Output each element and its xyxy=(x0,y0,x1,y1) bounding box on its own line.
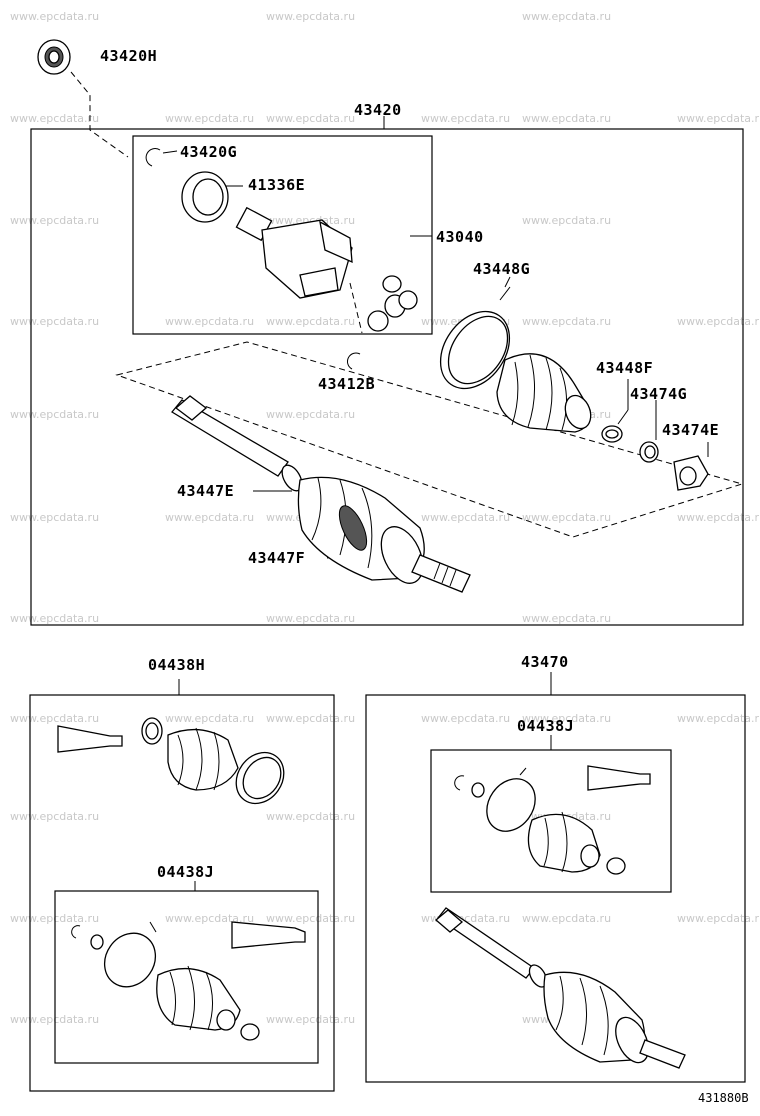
snap-ring-43420G xyxy=(145,148,161,167)
watermark-text: www.epcdata.ru xyxy=(10,214,99,227)
watermark-text: www.epcdata.ru xyxy=(266,912,355,925)
watermark-text: www.epcdata.ru xyxy=(266,712,355,725)
label-43447F: 43447F xyxy=(248,549,305,567)
watermark-text: www.epcdata.ru xyxy=(677,112,760,125)
frame-04438J-left-kit xyxy=(54,890,319,1064)
watermark-text: www.epcdata.ru xyxy=(266,315,355,328)
dust-seal-43420H xyxy=(37,39,71,75)
label-43474E: 43474E xyxy=(662,421,719,439)
dashed-leader-43420H xyxy=(70,71,129,158)
label-43420H: 43420H xyxy=(100,47,157,65)
watermark-text: www.epcdata.ru xyxy=(10,315,99,328)
label-43412B: 43412B xyxy=(318,375,375,393)
watermark-text: www.epcdata.ru xyxy=(10,612,99,625)
watermark-text: www.epcdata.ru xyxy=(266,408,355,421)
watermark-text: www.epcdata.ru xyxy=(266,10,355,23)
watermark-text: www.epcdata.ru xyxy=(421,712,510,725)
ring-43474G xyxy=(639,441,659,463)
watermark-text: www.epcdata.ru xyxy=(10,408,99,421)
watermark-text: www.epcdata.ru xyxy=(522,315,611,328)
leader-43420G xyxy=(162,150,178,154)
watermark-text: www.epcdata.ru xyxy=(10,10,99,23)
watermark-text: www.epcdata.ru xyxy=(677,511,760,524)
watermark-text: www.epcdata.ru xyxy=(10,511,99,524)
frame-43040-inboard-joint xyxy=(132,135,433,335)
watermark-text: www.epcdata.ru xyxy=(522,10,611,23)
watermark-text: www.epcdata.ru xyxy=(10,810,99,823)
watermark-text: www.epcdata.ru xyxy=(677,912,760,925)
watermark-text: www.epcdata.ru xyxy=(522,612,611,625)
label-04438H: 04438H xyxy=(148,656,205,674)
watermark-text: www.epcdata.ru xyxy=(266,612,355,625)
watermark-text: www.epcdata.ru xyxy=(421,511,510,524)
watermark-text: www.epcdata.ru xyxy=(421,112,510,125)
tripod-joint xyxy=(367,275,418,332)
snap-ring-43412B xyxy=(347,352,361,370)
boot-clamp-43448G xyxy=(439,286,511,390)
label-43448G: 43448G xyxy=(473,260,530,278)
frame-43420-assembly xyxy=(30,128,744,626)
label-43420G: 43420G xyxy=(180,143,237,161)
label-43447E: 43447E xyxy=(177,482,234,500)
label-43474G: 43474G xyxy=(630,385,687,403)
label-41336E: 41336E xyxy=(248,176,305,194)
damper-43474E xyxy=(673,455,709,491)
watermark-text: www.epcdata.ru xyxy=(677,712,760,725)
boot-kit-04438J-right-parts xyxy=(454,765,651,875)
dashed-leader-43040-tripod xyxy=(349,282,363,334)
watermark-text: www.epcdata.ru xyxy=(165,315,254,328)
outboard-shaft-assembly xyxy=(171,395,471,593)
watermark-text: www.epcdata.ru xyxy=(266,810,355,823)
watermark-text: www.epcdata.ru xyxy=(266,112,355,125)
watermark-text: www.epcdata.ru xyxy=(10,112,99,125)
label-04438J-right: 04438J xyxy=(517,717,574,735)
watermark-text: www.epcdata.ru xyxy=(522,712,611,725)
watermark-text: www.epcdata.ru xyxy=(522,511,611,524)
ring-41336E xyxy=(181,171,229,223)
frame-04438H-kit xyxy=(29,694,335,1092)
frame-43470-shaft xyxy=(365,694,746,1083)
watermark-text: www.epcdata.ru xyxy=(165,712,254,725)
label-43040: 43040 xyxy=(436,228,484,246)
watermark-text: www.epcdata.ru xyxy=(522,214,611,227)
watermark-text: www.epcdata.ru xyxy=(266,214,355,227)
watermark-text: www.epcdata.ru xyxy=(165,511,254,524)
diagram-reference-number: 431880B xyxy=(698,1091,749,1105)
label-43470: 43470 xyxy=(521,653,569,671)
boot-kit-04438J-left-parts xyxy=(71,921,306,1041)
shaft-assembly-43470 xyxy=(434,907,686,1069)
boot-kit-04438H-parts xyxy=(57,717,285,805)
watermark-layer: www.epcdata.ru www.epcdata.ru www.epcdata.… xyxy=(10,10,760,1026)
leader-43448G xyxy=(504,276,511,288)
inboard-boot xyxy=(496,353,592,433)
label-43448F: 43448F xyxy=(596,359,653,377)
watermark-text: www.epcdata.ru xyxy=(10,712,99,725)
label-04438J-left: 04438J xyxy=(157,863,214,881)
boot-clamp-43448F xyxy=(601,409,629,443)
watermark-text: www.epcdata.ru xyxy=(266,1013,355,1026)
watermark-text: www.epcdata.ru xyxy=(165,112,254,125)
inboard-joint-housing xyxy=(235,206,353,299)
label-43420: 43420 xyxy=(354,101,402,119)
watermark-text: www.epcdata.ru xyxy=(522,112,611,125)
watermark-text: www.epcdata.ru xyxy=(522,912,611,925)
watermark-text: www.epcdata.ru xyxy=(677,315,760,328)
